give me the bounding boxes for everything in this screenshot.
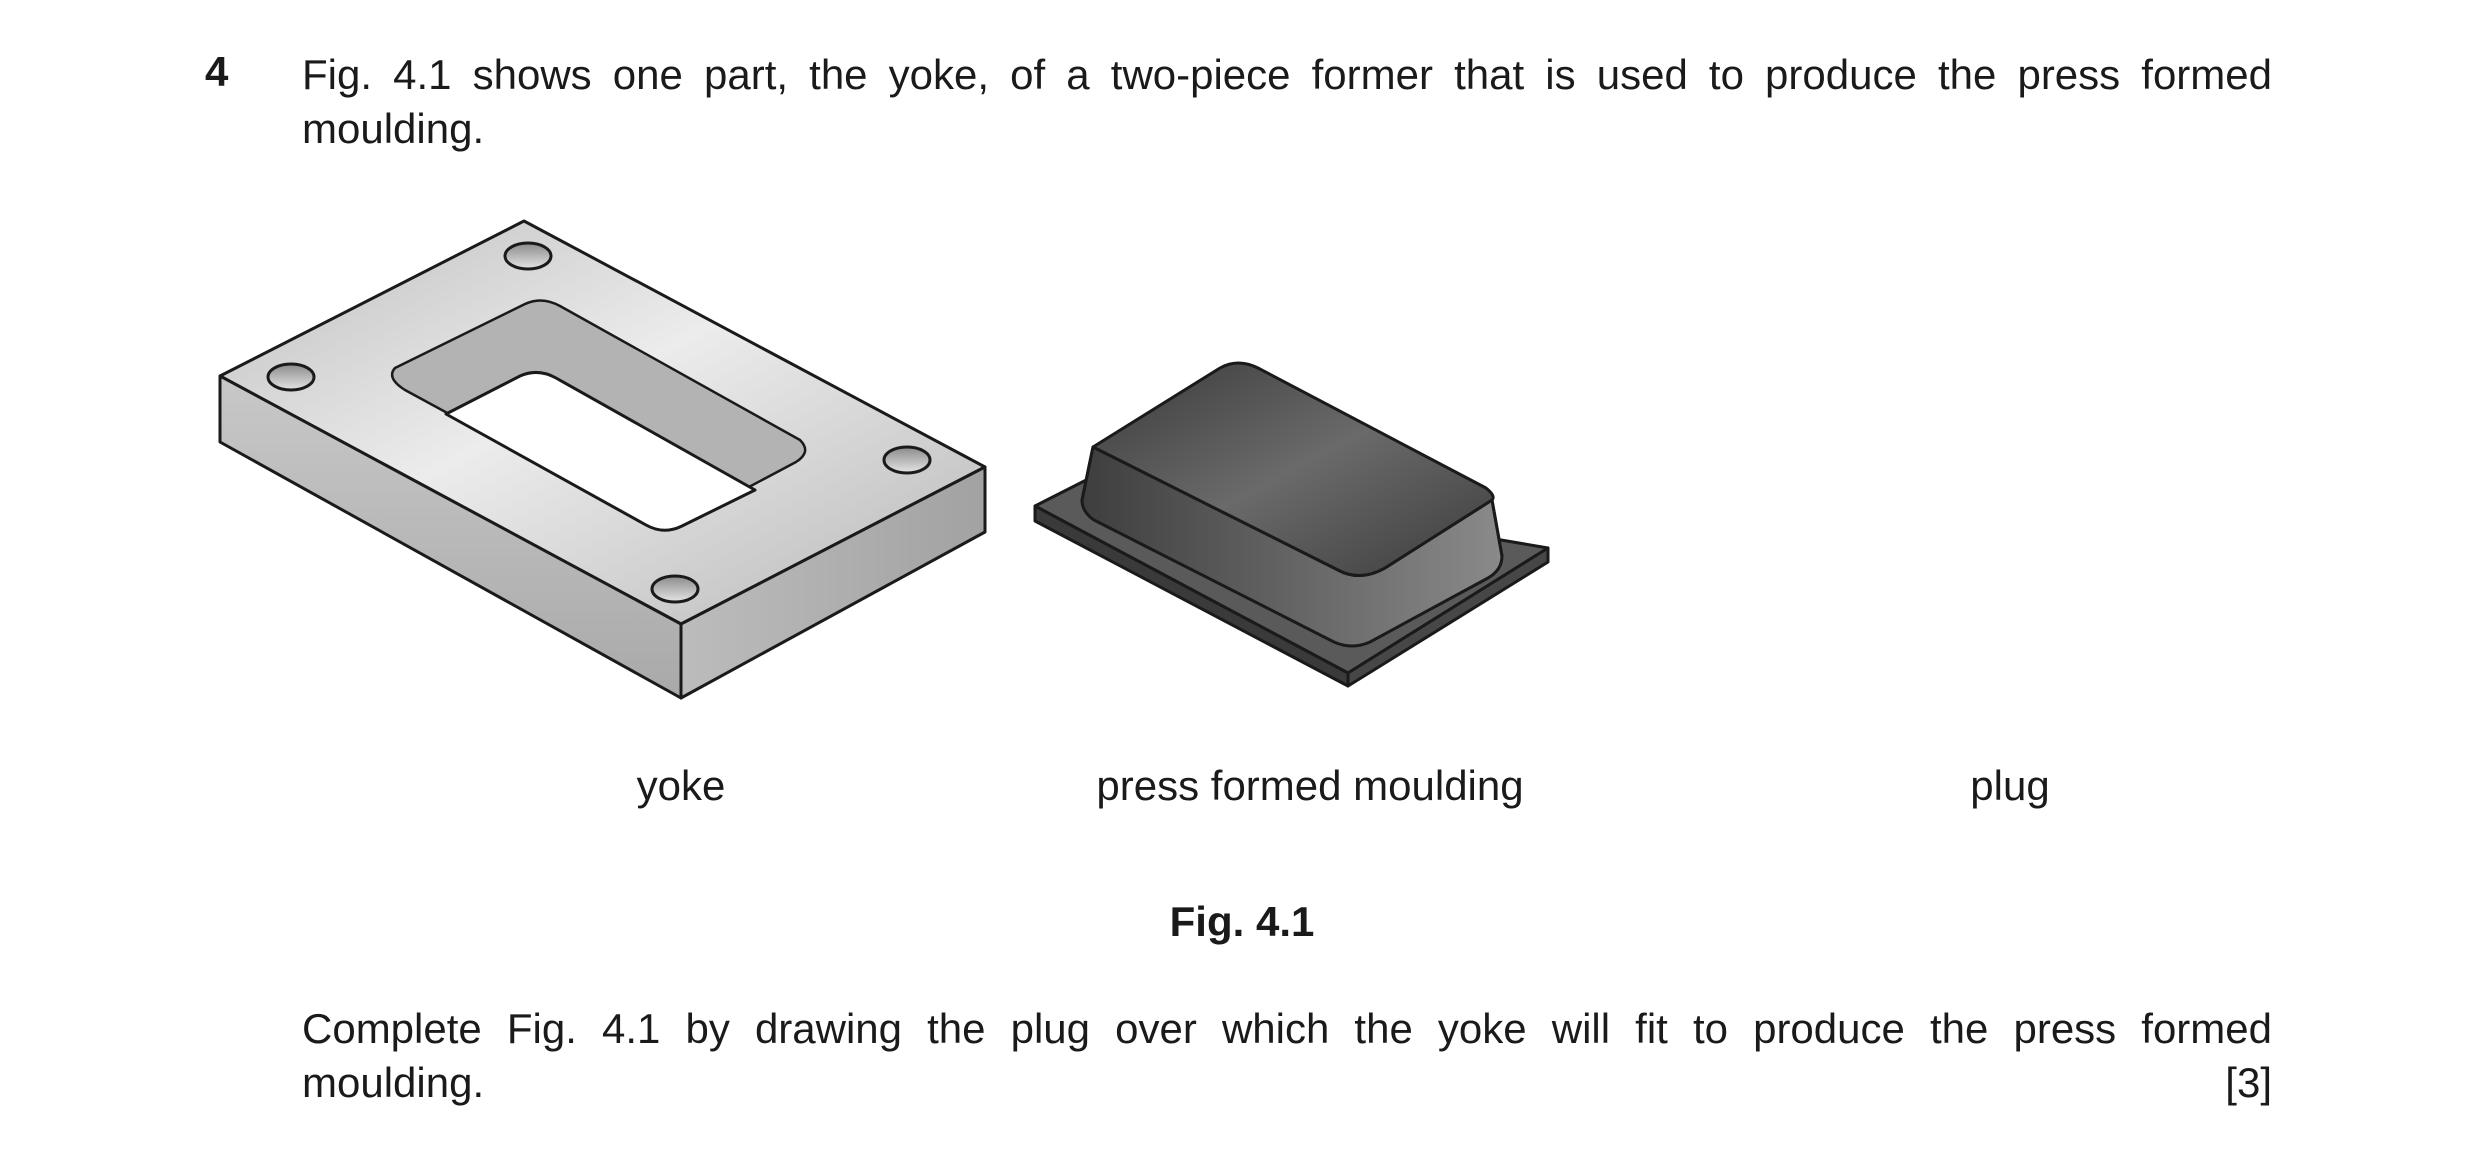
moulding-drawing	[1033, 361, 1550, 688]
label-yoke: yoke	[636, 762, 726, 809]
moulding-body-edge-line-right	[1490, 499, 1504, 557]
task-instruction: Complete Fig. 4.1 by drawing the plug ov…	[302, 1002, 2272, 1110]
yoke-bolt-hole-bottom	[650, 574, 700, 604]
intro-line-2: moulding.	[302, 105, 485, 152]
task-line-2: moulding.	[302, 1059, 485, 1106]
task-line-1: Complete Fig. 4.1 by drawing the plug ov…	[302, 1005, 2272, 1052]
yoke-opening-hole	[444, 371, 757, 532]
question-number: 4	[205, 48, 229, 95]
moulding-flange-right-edge	[1346, 546, 1550, 688]
question-intro: Fig. 4.1 shows one part, the yoke, of a …	[302, 48, 2272, 156]
yoke-drawing	[218, 219, 987, 700]
figure-caption: Fig. 4.1	[1169, 898, 1315, 945]
yoke-right-side	[679, 465, 987, 700]
moulding-body-top	[1091, 361, 1495, 577]
label-press-formed-moulding: press formed moulding	[1096, 762, 1524, 809]
marks-available: [3]	[2225, 1059, 2272, 1106]
moulding-body-edge-line	[1080, 446, 1095, 501]
intro-line-1: Fig. 4.1 shows one part, the yoke, of a …	[302, 51, 2272, 98]
yoke-bolt-hole-right	[882, 445, 932, 475]
yoke-bolt-hole-left	[266, 362, 316, 392]
label-plug: plug	[1970, 762, 2050, 809]
yoke-bolt-hole-top	[503, 241, 553, 271]
